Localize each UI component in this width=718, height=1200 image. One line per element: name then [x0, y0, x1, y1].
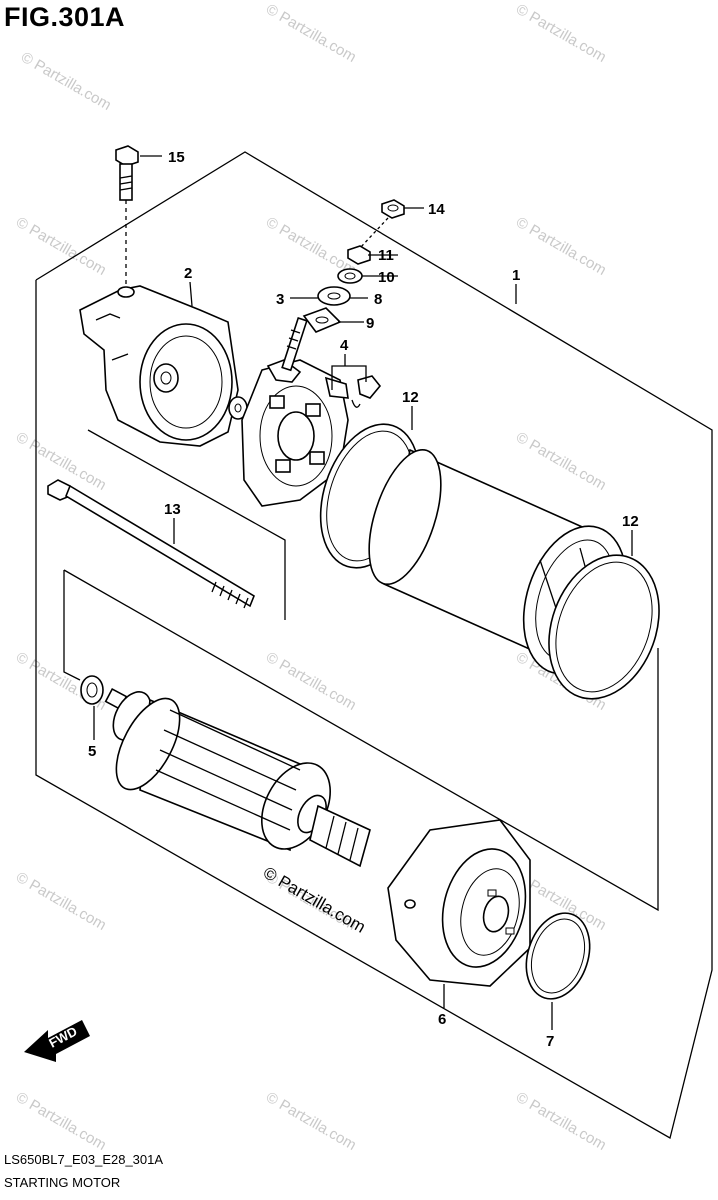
copyright-mark: © Partzilla.com: [260, 863, 369, 937]
watermark: © Partzilla.com: [13, 214, 109, 279]
callout-8: 8: [374, 291, 382, 308]
fwd-arrow-icon: FWD: [24, 1020, 90, 1062]
armature-part: [104, 687, 371, 868]
brush-part: [324, 375, 382, 408]
o-ring-part: [525, 912, 591, 1000]
watermark: © Partzilla.com: [13, 869, 109, 934]
callout-13: 13: [164, 501, 181, 518]
brush-plate-part: [241, 359, 349, 507]
watermark: © Partzilla.com: [513, 429, 609, 494]
watermark: © Partzilla.com: [18, 49, 114, 114]
front-housing-part: [79, 285, 239, 447]
o-ring-part: [548, 554, 660, 700]
washer-stack-part: [302, 199, 405, 333]
callout-14: 14: [428, 201, 445, 218]
callout-15: 15: [168, 149, 185, 166]
figure-title: FIG.301A: [4, 2, 126, 32]
watermark: © Partzilla.com: [263, 1, 359, 66]
callout-labels: 15 14 11 10 3 8 9 2 4 1 12 12 13 5 6 7: [88, 149, 639, 1050]
callout-12: 12: [402, 389, 419, 406]
bolt-part: [115, 145, 139, 286]
callout-6: 6: [438, 1011, 446, 1028]
diagram-code: LS650BL7_E03_E28_301A: [4, 1152, 164, 1167]
diagram-name: STARTING MOTOR: [4, 1175, 121, 1190]
through-bolt-part: [47, 479, 255, 609]
callout-3: 3: [276, 291, 284, 308]
callout-7: 7: [546, 1033, 554, 1050]
watermark: © Partzilla.com: [263, 649, 359, 714]
watermark: © Partzilla.com: [513, 1, 609, 66]
callout-12: 12: [622, 513, 639, 530]
callout-4: 4: [340, 337, 349, 354]
assembly-outline: [35, 151, 713, 1139]
watermark: © Partzilla.com: [513, 214, 609, 279]
leader-lines: [93, 155, 633, 1030]
washer-part: [80, 675, 104, 705]
callout-2: 2: [184, 265, 192, 282]
callout-1: 1: [512, 267, 520, 284]
rear-housing-part: [387, 819, 531, 987]
callout-5: 5: [88, 743, 96, 760]
terminal-stud-part: [281, 317, 308, 372]
watermark: © Partzilla.com: [513, 1089, 609, 1154]
callout-9: 9: [366, 315, 374, 332]
callout-11: 11: [378, 247, 394, 264]
callout-10: 10: [378, 269, 395, 286]
watermark: © Partzilla.com: [13, 1089, 109, 1154]
watermark: © Partzilla.com: [263, 1089, 359, 1154]
